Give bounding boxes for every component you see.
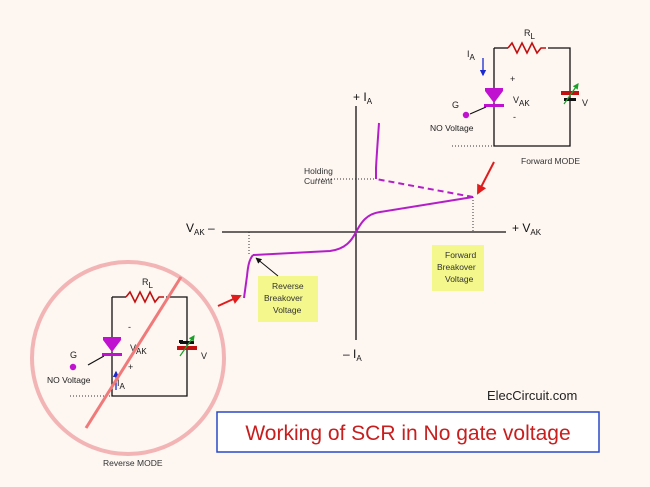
minus-ia-label: – IA: [343, 347, 362, 363]
scr-thyristor-icon: [469, 88, 504, 115]
reverse-mode-arrow: [217, 294, 242, 307]
svg-text:Breakover: Breakover: [264, 293, 303, 303]
plus-sign: +: [510, 74, 515, 84]
svg-text:Current: Current: [304, 176, 333, 186]
page-title: Working of SCR in No gate voltage: [245, 422, 570, 445]
mode-label: Forward MODE: [521, 156, 580, 166]
gate-label: G: [452, 100, 459, 110]
vak-label: VAK: [130, 343, 147, 356]
reference-lines: [248, 178, 474, 255]
forward-conduction-curve: [375, 122, 380, 179]
current-label: IA: [117, 378, 126, 391]
no-voltage-label: NO Voltage: [430, 123, 474, 133]
minus-sign: -: [128, 322, 131, 332]
reverse-mode-circuit: RL - VAK + IA G NO Voltage V: [30, 260, 226, 468]
plus-vak-label: + VAK: [512, 221, 542, 237]
reverse-blocking-curve: [252, 231, 357, 256]
source-label: V: [582, 98, 588, 108]
gate-terminal: [69, 363, 77, 371]
no-voltage-label: NO Voltage: [47, 375, 91, 385]
battery-icon: [561, 83, 579, 105]
svg-text:Voltage: Voltage: [445, 274, 474, 284]
negative-resistance-curve: [375, 178, 474, 198]
plus-ia-label: + IA: [353, 90, 373, 106]
forward-breakover-note: Forward Breakover Voltage: [432, 245, 484, 291]
load-resistor: [507, 41, 546, 55]
forward-mode-arrow: [477, 161, 495, 195]
current-label: IA: [467, 49, 476, 62]
minus-vak-label: VAK –: [186, 221, 215, 237]
scr-thyristor-icon: [87, 337, 122, 366]
minus-sign: -: [513, 112, 516, 122]
svg-text:Breakover: Breakover: [437, 262, 476, 272]
svg-text:Holding: Holding: [304, 166, 333, 176]
vi-characteristic-curve: [243, 122, 474, 299]
gate-terminal: [462, 111, 470, 119]
strike-line: [84, 276, 183, 429]
gate-label: G: [70, 350, 77, 360]
reverse-mode-circle: [30, 260, 226, 456]
reverse-avalanche-curve: [243, 254, 254, 299]
svg-text:Forward: Forward: [445, 250, 476, 260]
svg-text:Voltage: Voltage: [273, 305, 302, 315]
reverse-breakover-note: Reverse Breakover Voltage: [258, 276, 318, 322]
title-box: Working of SCR in No gate voltage: [216, 411, 600, 453]
resistor-label: RL: [524, 28, 536, 41]
forward-blocking-curve: [355, 196, 474, 233]
load-resistor: [125, 290, 164, 304]
holding-current-label: Holding Current: [304, 166, 333, 186]
svg-text:Reverse: Reverse: [272, 281, 304, 291]
source-label: V: [201, 351, 207, 361]
axes: + IA – IA VAK – + VAK: [186, 90, 542, 363]
battery-icon: [177, 335, 197, 357]
plus-sign: +: [128, 362, 133, 372]
reverse-breakover-pointer: [255, 257, 279, 277]
forward-mode-circuit: RL IA + VAK - G NO Voltage V Forwar: [430, 28, 588, 166]
mode-label: Reverse MODE: [103, 458, 163, 468]
vak-label: VAK: [513, 95, 530, 108]
site-watermark: ElecCircuit.com: [487, 388, 577, 403]
resistor-label: RL: [142, 277, 154, 290]
